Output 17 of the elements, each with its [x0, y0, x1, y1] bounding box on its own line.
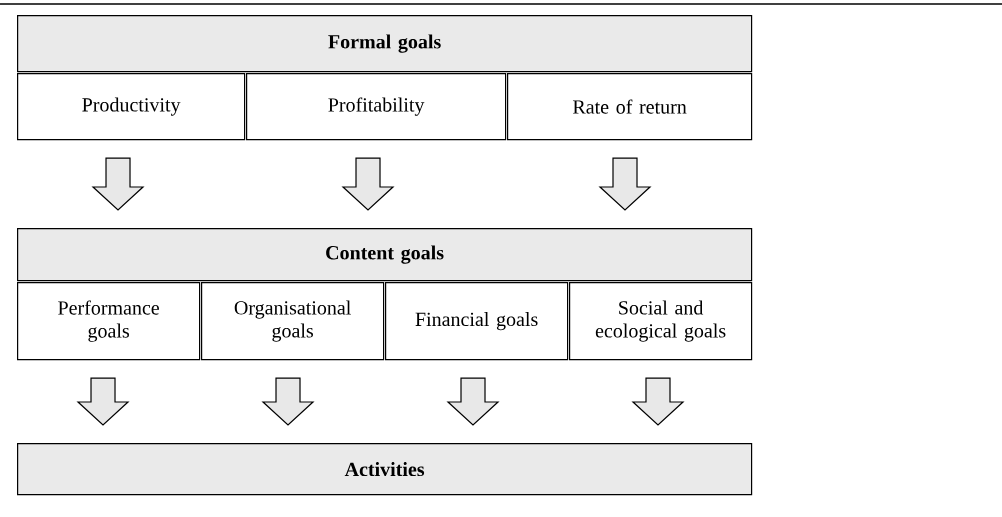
- table-cell: Organisational goals: [201, 282, 385, 361]
- header-bar: Activities: [17, 443, 753, 496]
- table-cell: Financial goals: [385, 282, 569, 361]
- block-arrow: [76, 377, 130, 426]
- header-bar: Formal goals: [17, 15, 753, 73]
- header-bar: Content goals: [17, 228, 753, 282]
- block-arrow: [341, 157, 395, 211]
- block-arrow: [631, 377, 685, 426]
- table-cell: Rate of return: [507, 73, 753, 141]
- table-cell: Profitability: [246, 73, 507, 141]
- block-arrow: [598, 157, 652, 211]
- block-arrow: [261, 377, 315, 426]
- table-cell: Social and ecological goals: [569, 282, 753, 361]
- block-arrow: [446, 377, 500, 426]
- table-cell: Performance goals: [17, 282, 201, 361]
- table-cell: Productivity: [17, 73, 246, 141]
- block-arrow: [91, 157, 145, 211]
